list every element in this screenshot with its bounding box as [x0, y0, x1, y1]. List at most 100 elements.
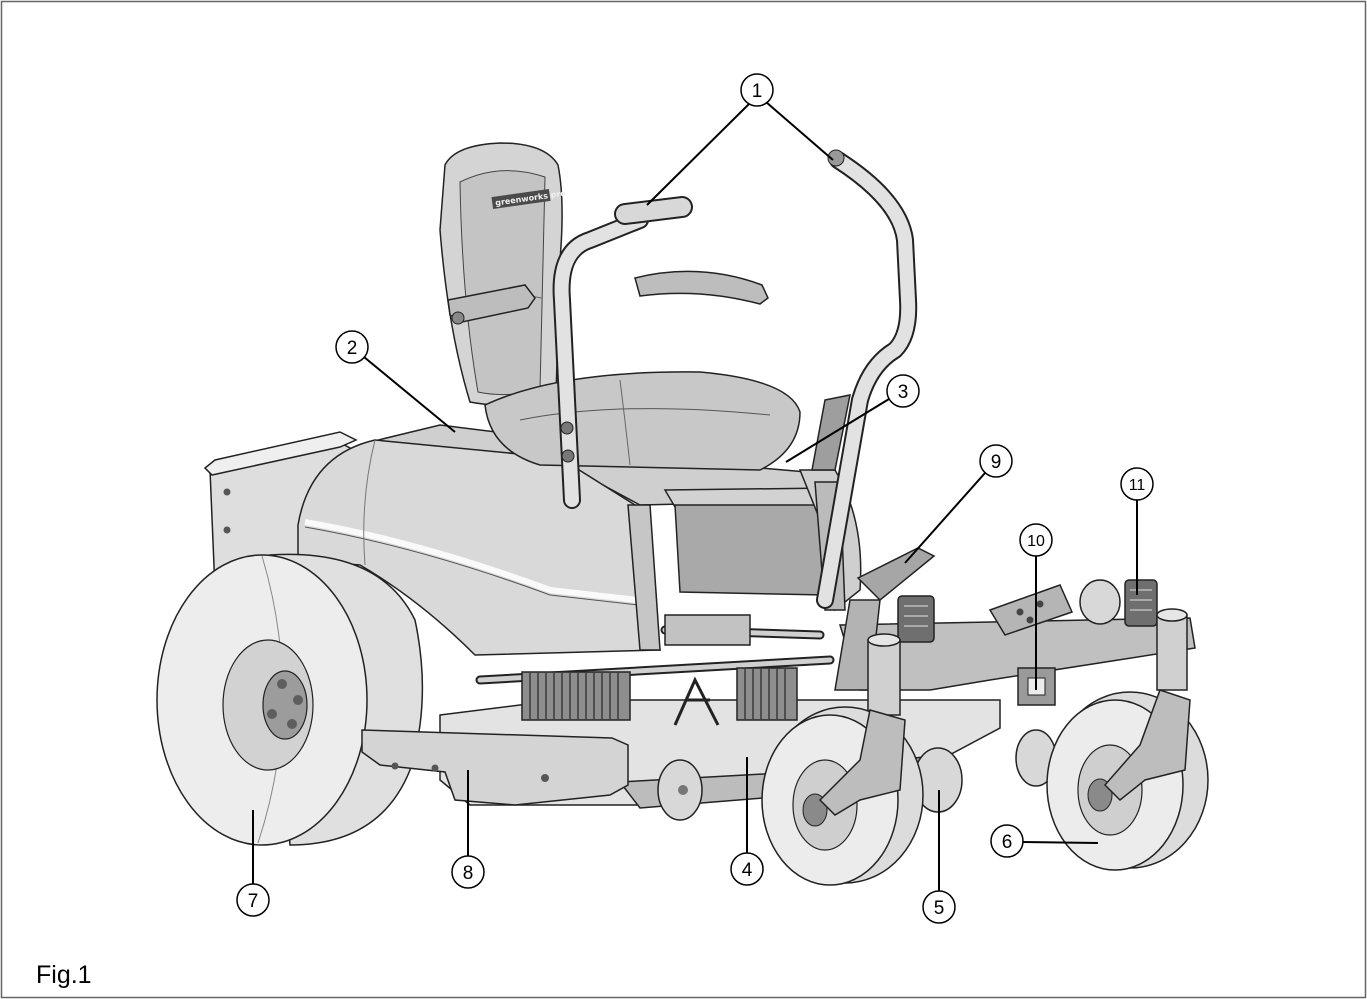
rear-wheel-lug-nut [277, 679, 287, 689]
callout-1-leader [646, 102, 751, 206]
right-motor-controller [736, 667, 798, 721]
callout-11-marker [1120, 467, 1154, 501]
callout-1-leader [765, 101, 834, 161]
callout-4-number: 4 [742, 860, 753, 881]
callout-10: 10 [1019, 523, 1053, 690]
callout-2-leader [363, 356, 456, 433]
seat-cushion-seam [619, 379, 631, 466]
callout-3-marker [886, 374, 920, 408]
deck-plate-bolt [431, 764, 439, 772]
right-control-lever [811, 149, 918, 609]
deck-plate-bolt [391, 762, 399, 770]
rear-wheel-lug-nut [267, 709, 277, 719]
mower-illustration: greenworks pro [156, 142, 1209, 886]
callout-5-number: 5 [934, 898, 945, 919]
mount-plate-hole [1016, 608, 1024, 616]
front-round-cover [1079, 579, 1121, 625]
armrest-knob [451, 311, 465, 325]
left-headlight-lens-lines [904, 605, 928, 627]
callout-1: 1 [646, 73, 834, 206]
callout-8-marker [451, 855, 485, 889]
callout-3-number: 3 [898, 382, 909, 403]
callout-8-number: 8 [463, 863, 474, 884]
rear-cover-lip [203, 431, 358, 476]
mount-plate-hole [1036, 600, 1044, 608]
right-caster-post-cap [1156, 608, 1188, 622]
callout-9-marker [979, 444, 1013, 478]
callout-1-number: 1 [752, 81, 763, 102]
right-headlight-housing [1124, 579, 1158, 627]
callout-11-number: 11 [1129, 477, 1146, 494]
callout-7: 7 [236, 810, 270, 917]
left-controller-fins [529, 672, 619, 720]
right-caster-post [1156, 614, 1188, 691]
figure-caption: Fig.1 [36, 961, 92, 989]
callout-4: 4 [730, 757, 764, 886]
left-control-lever [552, 196, 693, 509]
callout-9-leader [904, 472, 986, 564]
right-headlight [1124, 579, 1158, 627]
left-motor-controller [521, 671, 631, 721]
callout-9-number: 9 [991, 452, 1002, 473]
callout-4-marker [730, 852, 764, 886]
callout-3: 3 [785, 374, 920, 463]
callout-9: 9 [904, 444, 1013, 564]
deck-side-plate [361, 729, 629, 806]
rear-left-tire [156, 553, 424, 846]
callout-6-number: 6 [1002, 832, 1013, 853]
fender-crease [363, 439, 376, 566]
callout-10-marker [1019, 523, 1053, 557]
rear-wheel-lug-nut [293, 695, 303, 705]
mount-plate-hole [1026, 616, 1034, 624]
rear-cover-bolt [223, 526, 231, 534]
seat-backrest-inner [459, 170, 546, 396]
linkage-block [664, 614, 751, 646]
fender-stripe-edge [304, 526, 657, 608]
rear-wheel-lug-nut [287, 719, 297, 729]
left-lever-knob [560, 421, 574, 435]
rear-cover-bolt [223, 488, 231, 496]
left-lever-knob [561, 449, 575, 463]
callout-7-marker [236, 883, 270, 917]
right-caster-fork [1103, 689, 1191, 802]
callout-11: 11 [1120, 467, 1154, 595]
left-caster-post [867, 639, 901, 716]
callout-6: 6 [990, 824, 1099, 858]
callout-7-number: 7 [248, 891, 259, 912]
right-armrest [634, 270, 769, 305]
callout-2-number: 2 [347, 338, 358, 359]
right-lever-bracket [811, 394, 851, 471]
seat-logo-badge [491, 189, 551, 209]
left-caster-post-cap [867, 633, 901, 647]
front-right-caster-wheel [1046, 689, 1209, 871]
left-headlight [897, 595, 935, 643]
callout-6-leader [1022, 841, 1099, 844]
callout-1-marker [740, 73, 774, 107]
callout-3-leader [785, 398, 890, 463]
front-left-caster-wheel [761, 706, 924, 886]
callout-5-marker [922, 890, 956, 924]
deck-lift-stand [673, 676, 720, 726]
callout-6-marker [990, 824, 1024, 858]
foot-rest-plate [856, 547, 936, 602]
callout-2-marker [335, 330, 369, 364]
right-lever-tube [818, 153, 916, 607]
right-controller-housing [736, 667, 798, 721]
callout-5: 5 [922, 790, 956, 924]
right-controller-fins [744, 668, 786, 720]
left-armrest [447, 284, 536, 323]
left-headlight-housing [897, 595, 935, 643]
left-frame-upright [627, 504, 661, 651]
left-caster-fork [818, 709, 906, 816]
right-headlight-lens-lines [1130, 589, 1152, 611]
anti-scalp-roller-left-axle [678, 785, 688, 795]
fender-stripe [304, 519, 656, 605]
right-lever-end-cap [827, 149, 845, 167]
left-lever-grip [616, 198, 691, 223]
left-controller-housing [521, 671, 631, 721]
callout-8: 8 [451, 770, 485, 889]
callout-10-number: 10 [1027, 533, 1045, 550]
center-engine-panel [674, 504, 826, 596]
seat-cushion-seam [519, 408, 771, 421]
